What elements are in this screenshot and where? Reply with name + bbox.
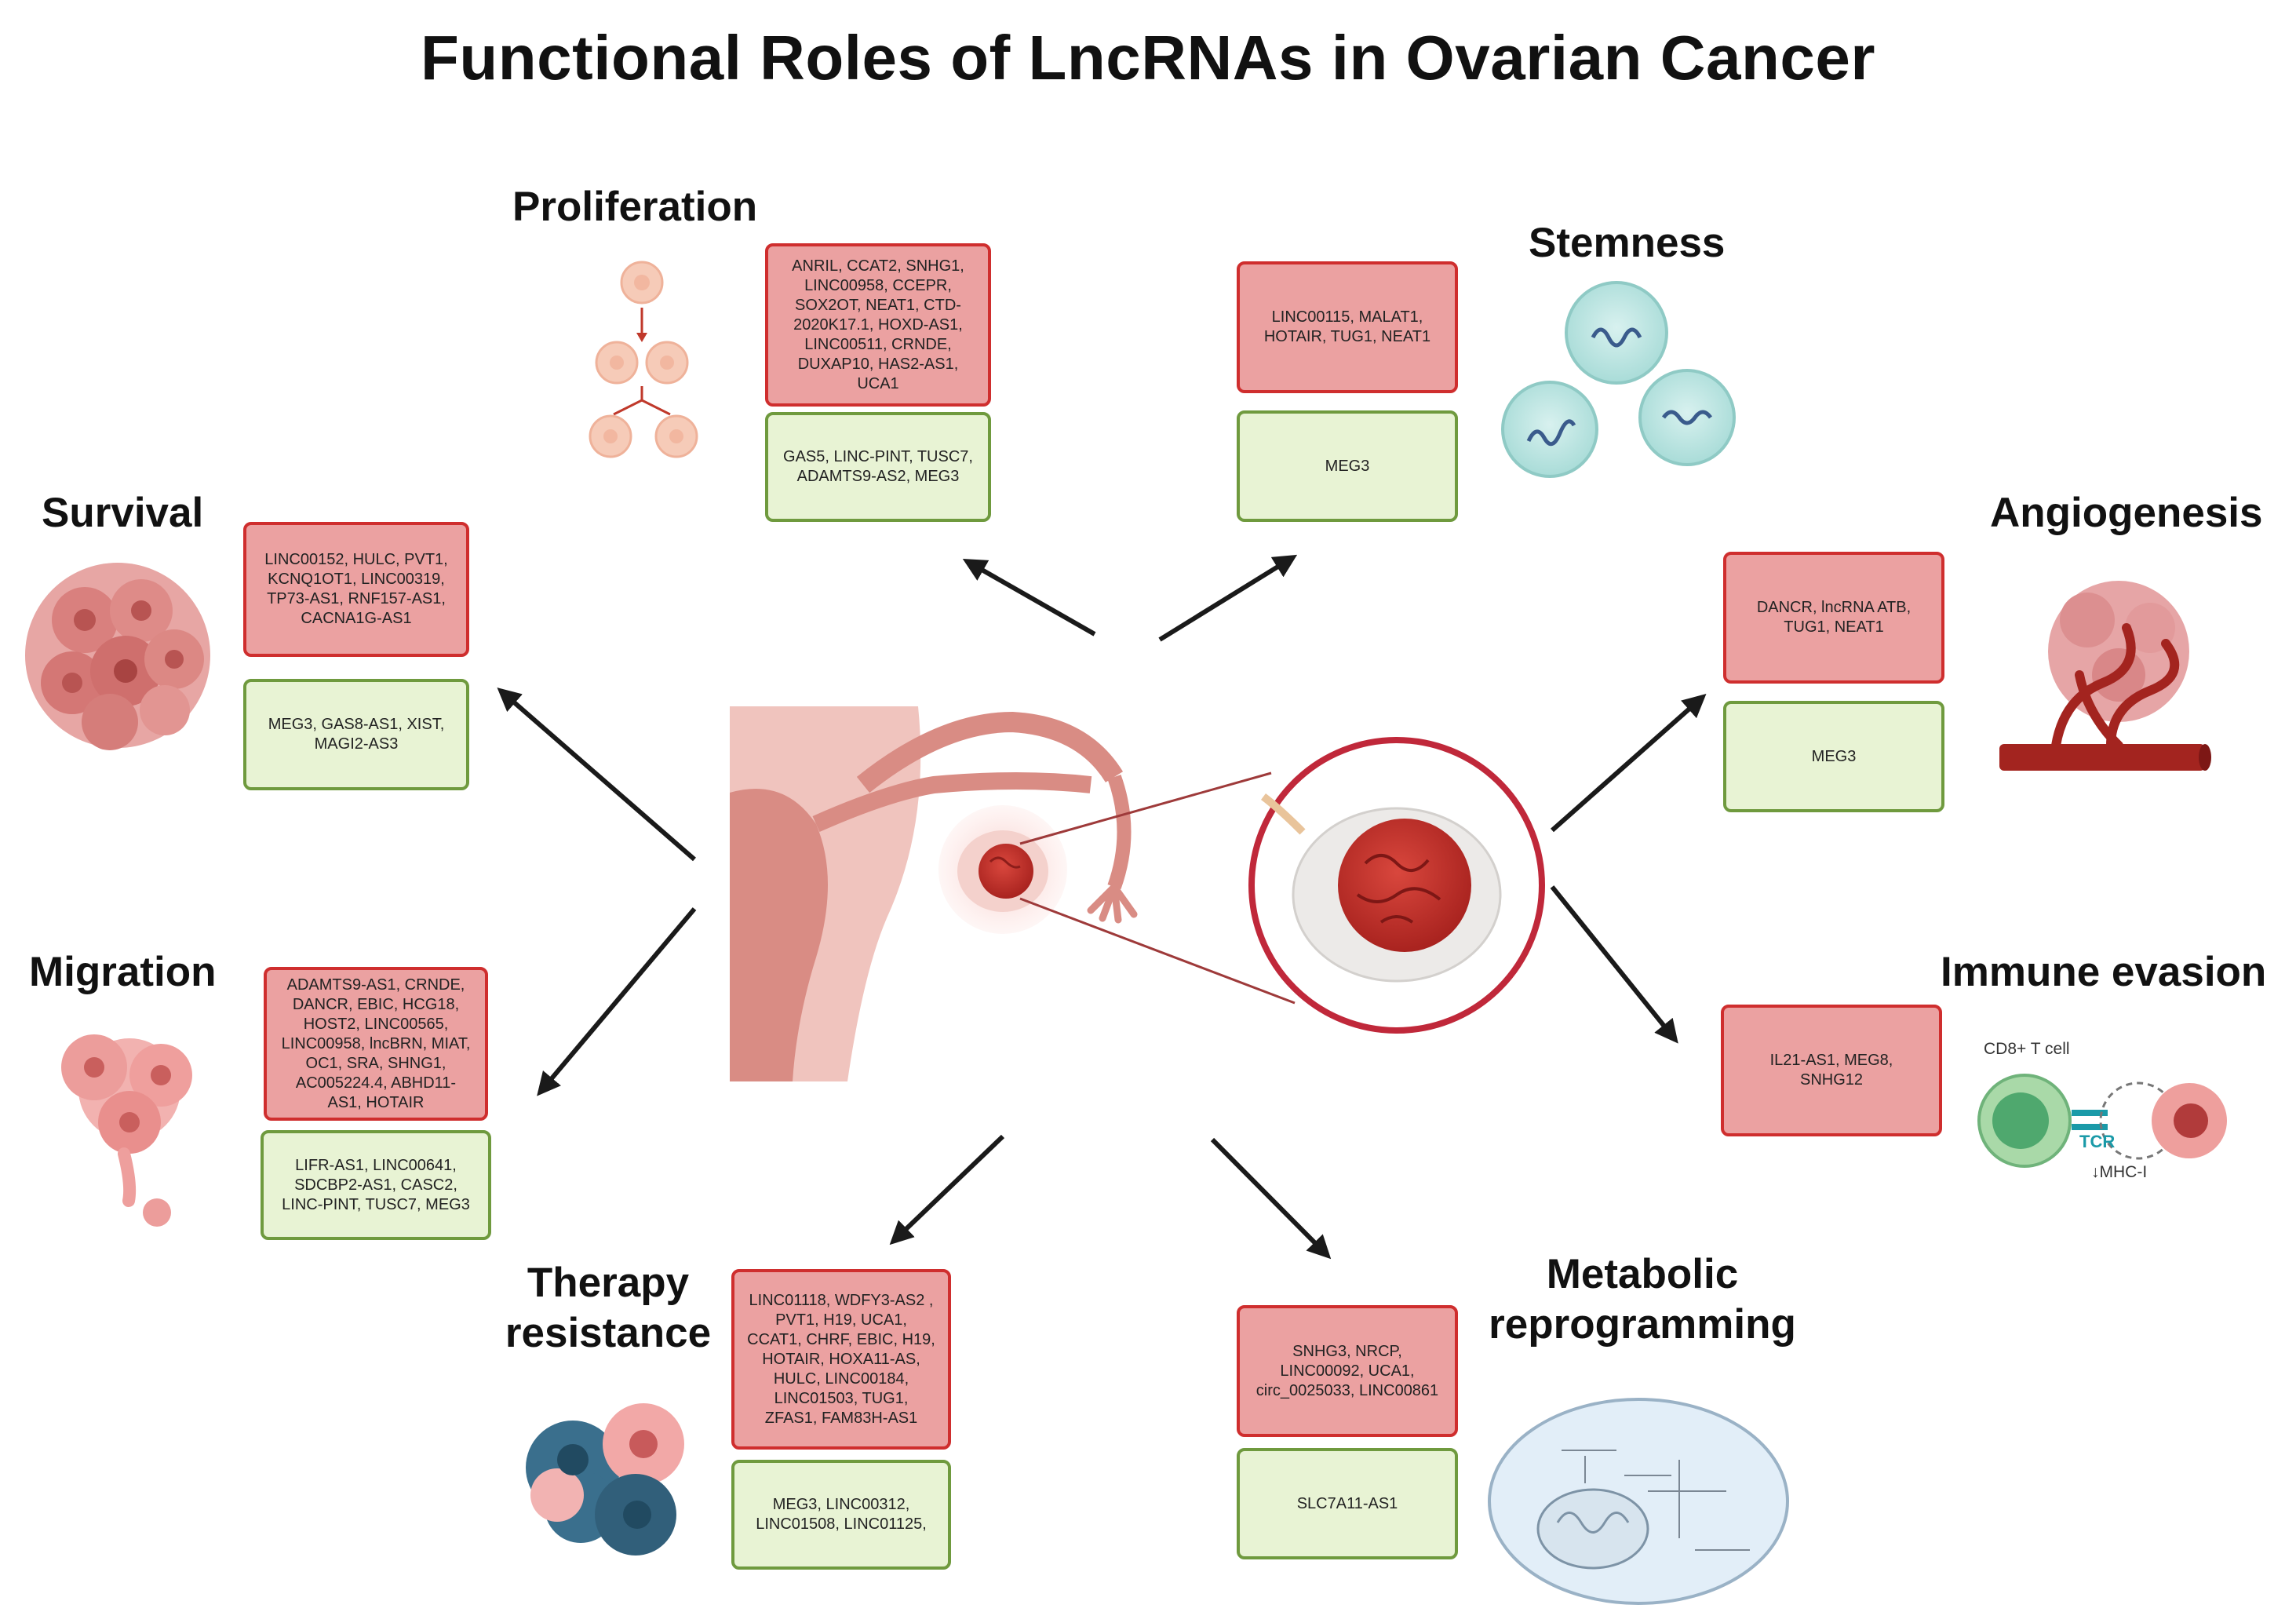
arrow-migration [537, 907, 697, 1096]
heading-angiogenesis: Angiogenesis [1990, 490, 2263, 536]
immune-upregulated-box: IL21-AS1, MEG8, SNHG12 [1721, 1005, 1942, 1136]
immune-evasion-icon [1977, 1074, 2227, 1168]
arrows [497, 554, 1707, 1260]
angiogenesis-downregulated-box: MEG3 [1723, 701, 1944, 812]
migration-downregulated-box: LIFR-AS1, LINC00641, SDCBP2-AS1, CASC2, … [261, 1130, 491, 1240]
arrow-immune [1550, 885, 1678, 1044]
arrow-angiogenesis [1551, 694, 1707, 833]
cd8-t-cell-label: CD8+ T cell [1984, 1040, 2070, 1058]
metabolism-cell-icon [1488, 1398, 1789, 1605]
heading-therapy-resistance: Therapy resistance [494, 1258, 722, 1358]
therapy-downregulated-box: MEG3, LINC00312, LINC01508, LINC01125, [731, 1460, 951, 1570]
heading-immune-evasion: Immune evasion [1941, 949, 2267, 995]
stemness-downregulated-box: MEG3 [1237, 410, 1458, 522]
tumor-cluster-icon [25, 563, 210, 750]
arrow-proliferation [962, 559, 1096, 636]
uterus-illustration [730, 706, 1138, 1081]
heading-therapy-line1: Therapy [527, 1260, 690, 1306]
tumor-closeup [1338, 819, 1471, 952]
survival-upregulated-box: LINC00152, HULC, PVT1, KCNQ1OT1, LINC003… [243, 522, 469, 657]
heading-metabolic-line1: Metabolic [1546, 1251, 1739, 1297]
heading-therapy-line2: resistance [505, 1309, 712, 1356]
resistant-cells-icon [526, 1403, 684, 1556]
migration-upregulated-box: ADAMTS9-AS1, CRNDE, DANCR, EBIC, HCG18, … [264, 967, 488, 1121]
heading-proliferation: Proliferation [512, 184, 758, 230]
stem-cells-icon [1501, 281, 1736, 478]
tcr-label: TCR [2079, 1132, 2116, 1151]
arrow-therapy [889, 1134, 1005, 1246]
ovary-tumor [979, 844, 1033, 899]
blood-vessel-icon [1999, 581, 2211, 771]
therapy-upregulated-box: LINC01118, WDFY3-AS2 , PVT1, H19, UCA1, … [731, 1269, 951, 1450]
heading-survival: Survival [42, 490, 204, 536]
proliferation-upregulated-box: ANRIL, CCAT2, SNHG1, LINC00958, CCEPR, S… [765, 243, 991, 407]
metabolic-upregulated-box: SNHG3, NRCP, LINC00092, UCA1, circ_00250… [1237, 1305, 1458, 1437]
arrow-metabolic [1210, 1137, 1332, 1260]
heading-stemness: Stemness [1529, 220, 1726, 266]
heading-metabolic-reprogramming: Metabolic reprogramming [1466, 1249, 1819, 1349]
page-title: Functional Roles of LncRNAs in Ovarian C… [421, 23, 1875, 93]
stemness-upregulated-box: LINC00115, MALAT1, HOTAIR, TUG1, NEAT1 [1237, 261, 1458, 393]
arrow-survival [497, 687, 696, 862]
heading-metabolic-line2: reprogramming [1489, 1300, 1796, 1348]
arrow-stemness [1158, 554, 1298, 642]
metabolic-downregulated-box: SLC7A11-AS1 [1237, 1448, 1458, 1559]
mhc-label: ↓MHC-I [2091, 1163, 2148, 1181]
heading-migration: Migration [29, 949, 217, 995]
survival-downregulated-box: MEG3, GAS8-AS1, XIST, MAGI2-AS3 [243, 679, 469, 790]
angiogenesis-upregulated-box: DANCR, lncRNA ATB, TUG1, NEAT1 [1723, 552, 1944, 684]
zoom-callout [1019, 737, 1545, 1034]
proliferation-downregulated-box: GAS5, LINC-PINT, TUSC7, ADAMTS9-AS2, MEG… [765, 412, 991, 522]
migrating-cells-icon [61, 1034, 192, 1227]
cell-division-icon [589, 261, 698, 458]
